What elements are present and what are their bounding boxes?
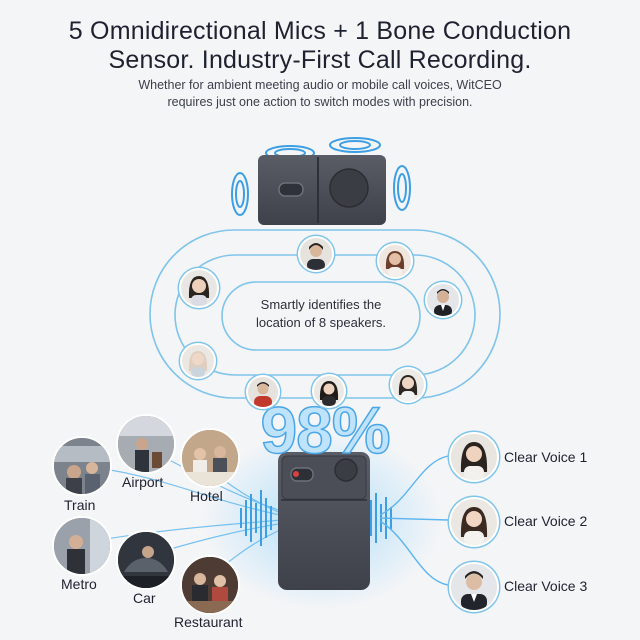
speaker-avatar-5 bbox=[180, 343, 216, 379]
scene-hotel-image bbox=[180, 428, 240, 488]
center-text-line-1: Smartly identifies the bbox=[260, 297, 382, 312]
speaker-avatar-7 bbox=[312, 374, 346, 408]
speaker-avatar-4 bbox=[425, 282, 461, 318]
headline-line-2: Sensor. Industry-First Call Recording. bbox=[108, 46, 532, 74]
scene-restaurant-label: Restaurant bbox=[174, 614, 243, 630]
clear-voice-1-label: Clear Voice 1 bbox=[504, 449, 588, 465]
scene-restaurant-image bbox=[180, 555, 240, 615]
center-text: Smartly identifies the location of 8 spe… bbox=[222, 296, 420, 332]
speaker-avatar-3 bbox=[179, 268, 219, 308]
scene-metro-label: Metro bbox=[61, 576, 97, 592]
scene-train-label: Train bbox=[64, 497, 96, 513]
top-mic-arcs bbox=[231, 137, 411, 216]
scene-airport-label: Airport bbox=[122, 474, 164, 490]
clear-voice-2-avatar bbox=[449, 497, 499, 547]
speaker-avatar-2 bbox=[377, 243, 413, 279]
scene-car-image bbox=[116, 530, 176, 590]
scene-train-image bbox=[52, 436, 112, 496]
scene-airport-image bbox=[116, 414, 176, 474]
speaker-avatar-1 bbox=[298, 236, 334, 272]
clear-voice-3-avatar bbox=[449, 562, 499, 612]
scene-hotel-label: Hotel bbox=[190, 488, 223, 504]
bottom-device bbox=[278, 452, 370, 590]
scene-car-label: Car bbox=[133, 590, 156, 606]
clear-voice-3-label: Clear Voice 3 bbox=[504, 578, 588, 594]
speaker-avatar-6 bbox=[246, 375, 280, 409]
top-device bbox=[258, 155, 386, 225]
subheadline-line-2: requires just one action to switch modes… bbox=[167, 95, 473, 109]
clear-voice-1-avatar bbox=[449, 432, 499, 482]
headline-line-1: 5 Omnidirectional Mics + 1 Bone Conducti… bbox=[68, 17, 572, 45]
subheadline-line-1: Whether for ambient meeting audio or mob… bbox=[138, 78, 502, 92]
voice-output-lines bbox=[379, 455, 449, 586]
speaker-avatar-8 bbox=[390, 367, 426, 403]
clear-voice-2-label: Clear Voice 2 bbox=[504, 513, 588, 529]
center-text-line-2: location of 8 speakers. bbox=[255, 315, 387, 330]
scene-metro-image bbox=[52, 516, 112, 576]
